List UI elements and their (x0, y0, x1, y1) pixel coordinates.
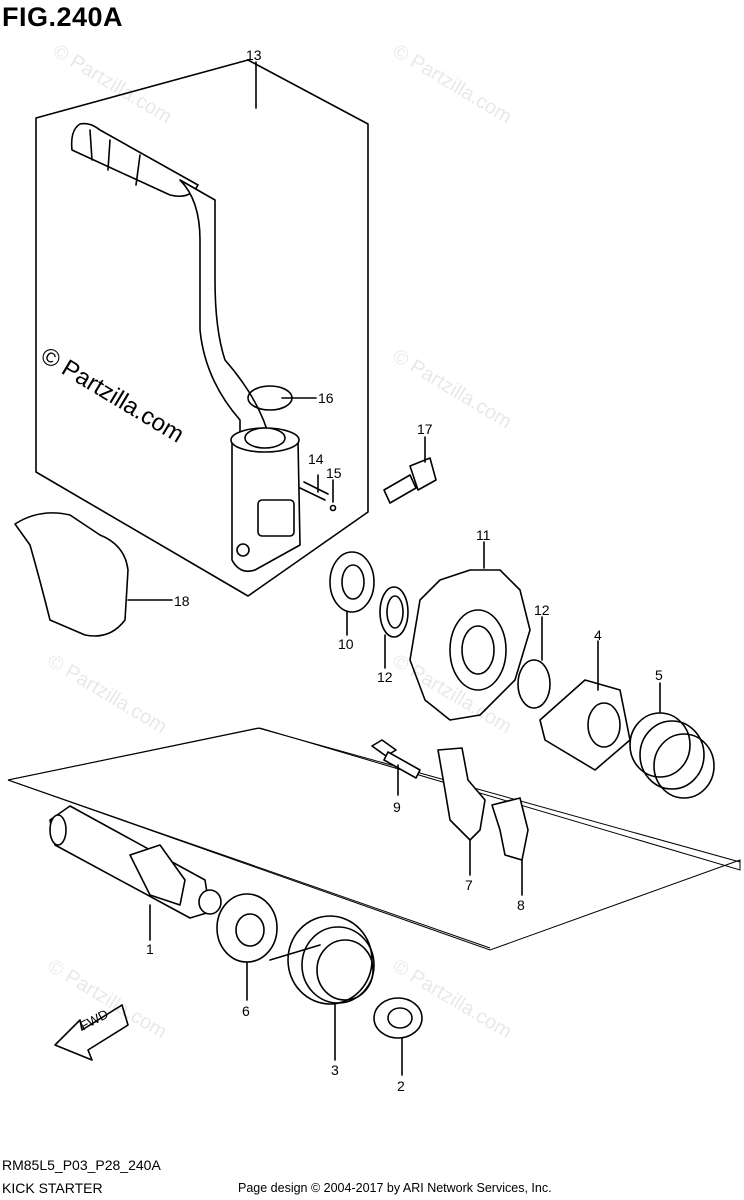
stopper (491, 797, 529, 861)
washer-upper (379, 586, 409, 638)
spring-guide (373, 997, 423, 1039)
callout-2[interactable]: 2 (397, 1078, 405, 1094)
callout-3[interactable]: 3 (331, 1062, 339, 1078)
figure-name: KICK STARTER (2, 1180, 103, 1196)
upper-group-box (35, 59, 369, 597)
callout-16[interactable]: 16 (318, 390, 334, 406)
callout-7[interactable]: 7 (465, 877, 473, 893)
callout-15[interactable]: 15 (326, 465, 342, 481)
figure-code: RM85L5_P03_P28_240A (2, 1157, 161, 1173)
fwd-arrow-icon (54, 1004, 129, 1061)
guide (437, 747, 486, 841)
callout-4[interactable]: 4 (594, 627, 602, 643)
callout-1[interactable]: 1 (146, 941, 154, 957)
copyright-notice: Page design © 2004-2017 by ARI Network S… (238, 1181, 552, 1195)
callout-13[interactable]: 13 (246, 47, 262, 63)
bolt-17[interactable] (383, 457, 437, 504)
kick-lever[interactable] (70, 122, 301, 573)
figure-title: FIG.240A (2, 2, 124, 32)
callout-6[interactable]: 6 (242, 1003, 250, 1019)
callout-12-lower[interactable]: 12 (377, 669, 393, 685)
set-screw (299, 481, 329, 501)
ratchet-spring[interactable] (629, 712, 715, 799)
callout-17[interactable]: 17 (417, 421, 433, 437)
callout-5[interactable]: 5 (655, 667, 663, 683)
return-spring[interactable] (269, 915, 375, 1005)
leader-lines (127, 61, 661, 1076)
callout-8[interactable]: 8 (517, 897, 525, 913)
callout-18[interactable]: 18 (174, 593, 190, 609)
washer-lower (517, 659, 551, 709)
callout-12-upper[interactable]: 12 (534, 602, 550, 618)
ratchet (539, 679, 631, 771)
callout-14[interactable]: 14 (308, 451, 324, 467)
bolt-9[interactable] (371, 739, 421, 779)
washer-6 (216, 893, 278, 963)
callout-10[interactable]: 10 (338, 636, 354, 652)
kick-cover (14, 512, 129, 637)
oil-seal (329, 551, 375, 613)
kick-starter-shaft[interactable] (49, 805, 222, 919)
kick-drive-gear[interactable] (409, 569, 531, 721)
callout-9[interactable]: 9 (393, 799, 401, 815)
callout-11[interactable]: 11 (476, 527, 491, 543)
